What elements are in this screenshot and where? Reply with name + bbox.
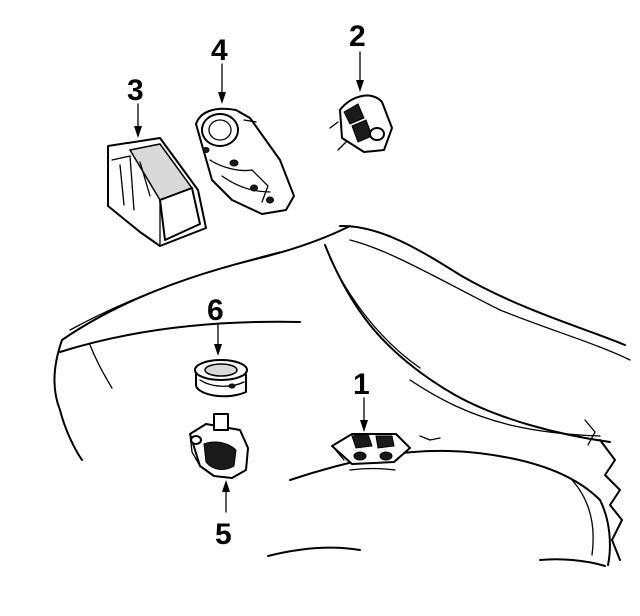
part-1-bracket: [331, 433, 411, 465]
part-6-mount: [194, 359, 248, 398]
callout-5: 5: [215, 518, 232, 551]
callout-1: 1: [353, 368, 370, 401]
arrowhead-4: [218, 92, 226, 104]
callout-2: 2: [349, 20, 366, 53]
callout-6: 6: [207, 294, 224, 327]
arrowhead-1: [360, 420, 368, 432]
callout-4: 4: [211, 34, 228, 67]
part-3-cover: [107, 137, 207, 247]
callout-arrows: [134, 51, 368, 513]
part-4-plate: [195, 107, 295, 215]
callout-3: 3: [127, 74, 144, 107]
part-5-engine-mount: [189, 413, 249, 479]
arrowhead-2: [356, 80, 364, 92]
arrowhead-3: [134, 126, 142, 138]
part-2-bracket: [329, 94, 393, 153]
arrowhead-5: [222, 480, 230, 492]
vehicle-body-outline: [53, 224, 631, 567]
arrowhead-6: [214, 344, 222, 356]
